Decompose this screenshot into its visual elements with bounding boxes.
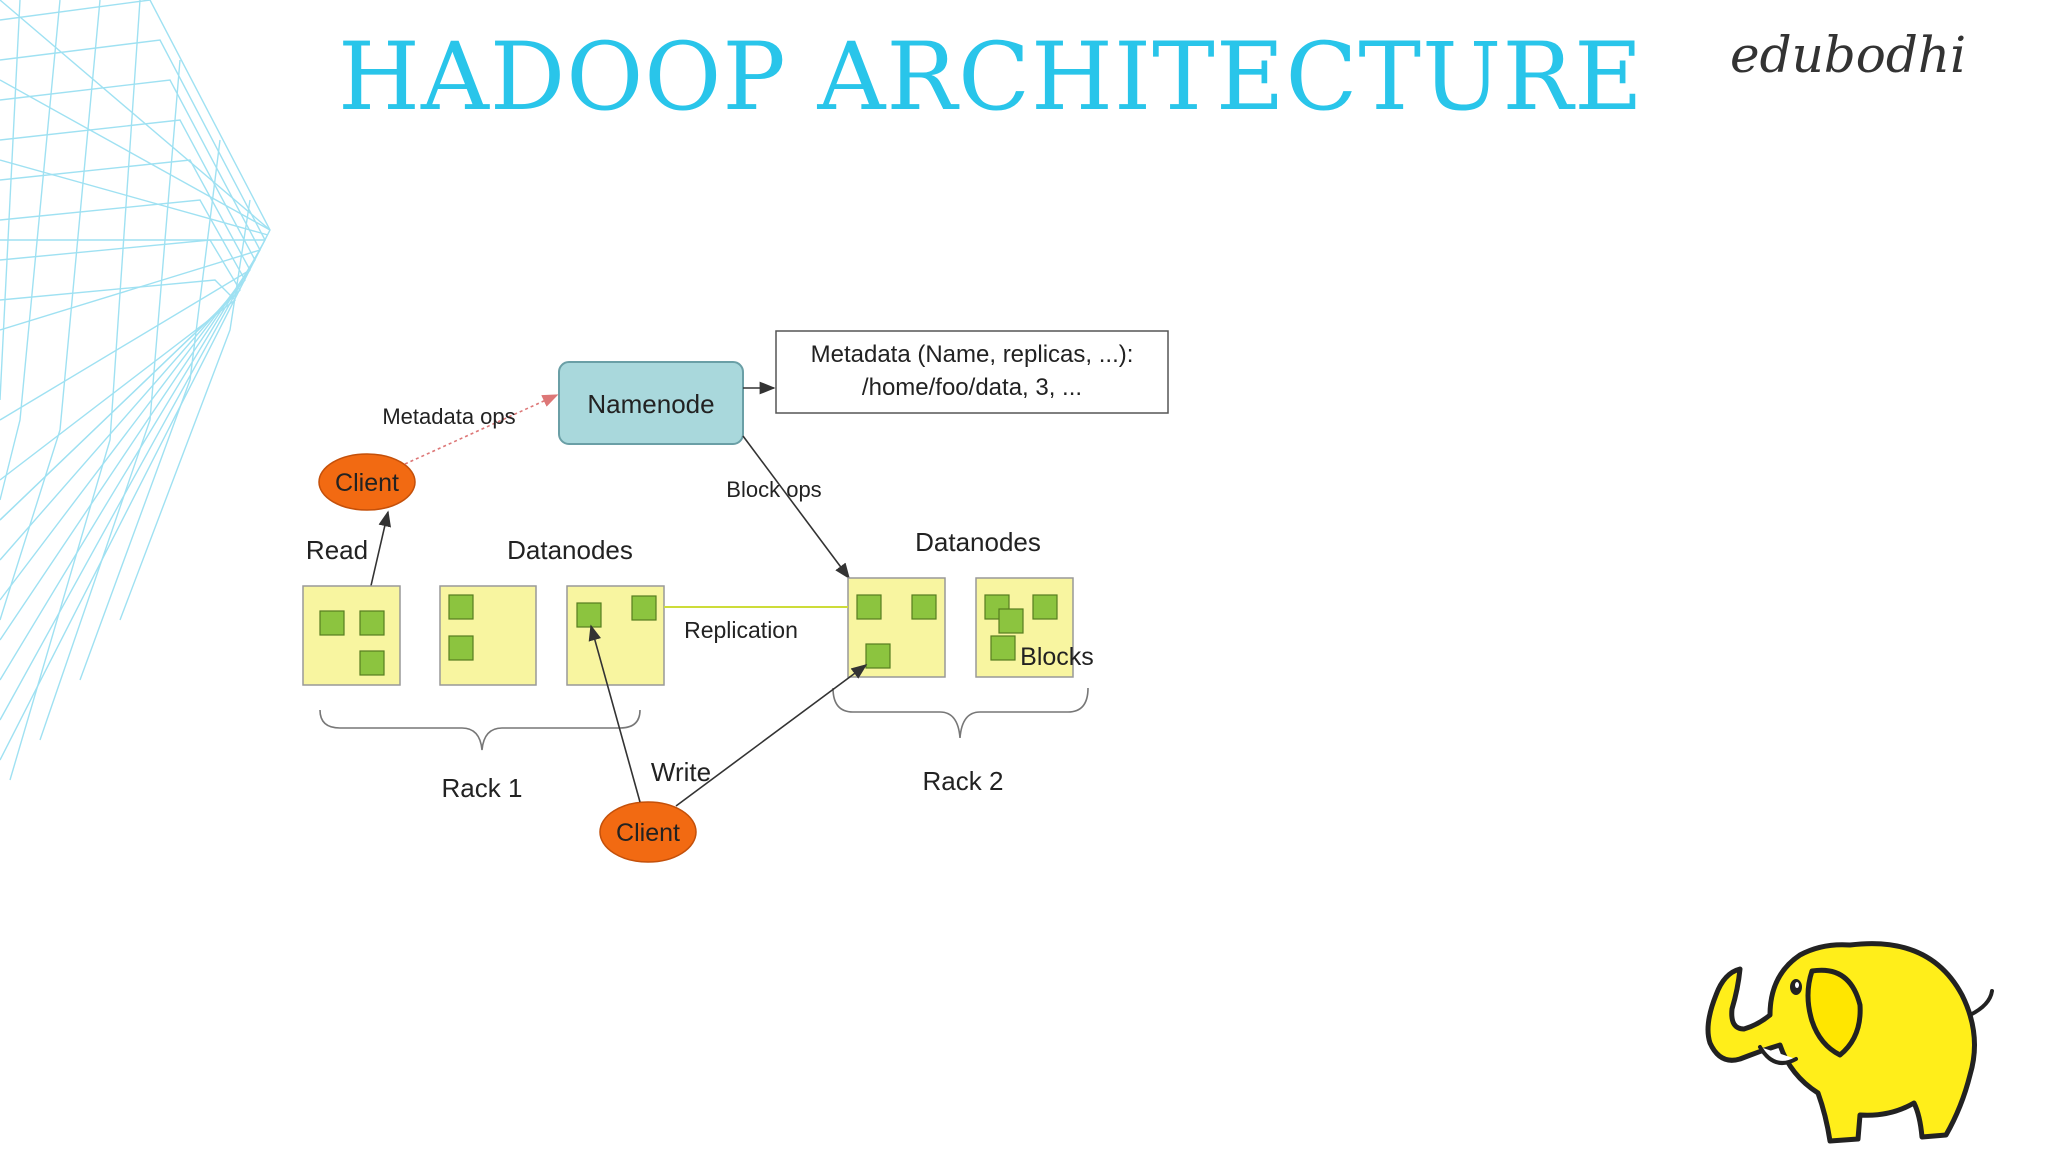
data-block	[865, 643, 891, 669]
rack1-brace	[319, 709, 641, 751]
metadata-line2: /home/foo/data, 3, ...	[862, 374, 1082, 401]
client-read-label: Client	[335, 469, 399, 497]
metadata-line1: Metadata (Name, replicas, ...):	[811, 341, 1134, 368]
data-block	[359, 650, 385, 676]
client-write-label: Client	[616, 819, 680, 847]
read-arrow	[369, 510, 391, 591]
data-block	[998, 608, 1024, 634]
datanodes-left-label: Datanodes	[507, 535, 633, 565]
write-arrow-rack1	[588, 624, 641, 803]
rack1-label: Rack 1	[442, 773, 523, 803]
data-block	[911, 594, 937, 620]
rack2-label: Rack 2	[923, 766, 1004, 796]
data-block	[576, 602, 602, 628]
data-block	[448, 635, 474, 661]
write-arrow-rack2	[675, 664, 868, 807]
replication-label: Replication	[684, 617, 798, 643]
data-block	[631, 595, 657, 621]
rack1-datanodes	[302, 585, 665, 686]
data-block	[856, 594, 882, 620]
namenode-label: Namenode	[587, 389, 714, 419]
data-block	[448, 594, 474, 620]
write-label: Write	[651, 757, 711, 787]
wireframe-decoration	[0, 0, 271, 781]
metadata-box	[775, 330, 1169, 414]
rack2-brace	[832, 687, 1089, 739]
rack2-datanodes	[847, 577, 1074, 678]
metadata-ops-label: Metadata ops	[382, 404, 515, 429]
client-write-ellipse	[599, 801, 697, 863]
datanode-box	[302, 585, 401, 686]
slide-title: HADOOP ARCHITECTURE	[338, 23, 1644, 132]
data-block	[1032, 594, 1058, 620]
data-block	[359, 610, 385, 636]
block-ops-arrow	[742, 435, 850, 580]
datanode-box	[847, 577, 946, 678]
block-ops-label: Block ops	[726, 477, 821, 502]
data-block	[319, 610, 345, 636]
hadoop-elephant-logo	[1705, 941, 1994, 1144]
data-block	[990, 635, 1016, 661]
metadata-ops-arrow	[404, 394, 559, 465]
datanodes-right-label: Datanodes	[915, 527, 1041, 557]
client-read-ellipse	[318, 453, 416, 511]
read-label: Read	[306, 535, 368, 565]
brand-logo-text: edubodhi	[1730, 26, 1967, 84]
namenode-box	[558, 361, 744, 445]
blocks-label: Blocks	[1020, 643, 1094, 671]
